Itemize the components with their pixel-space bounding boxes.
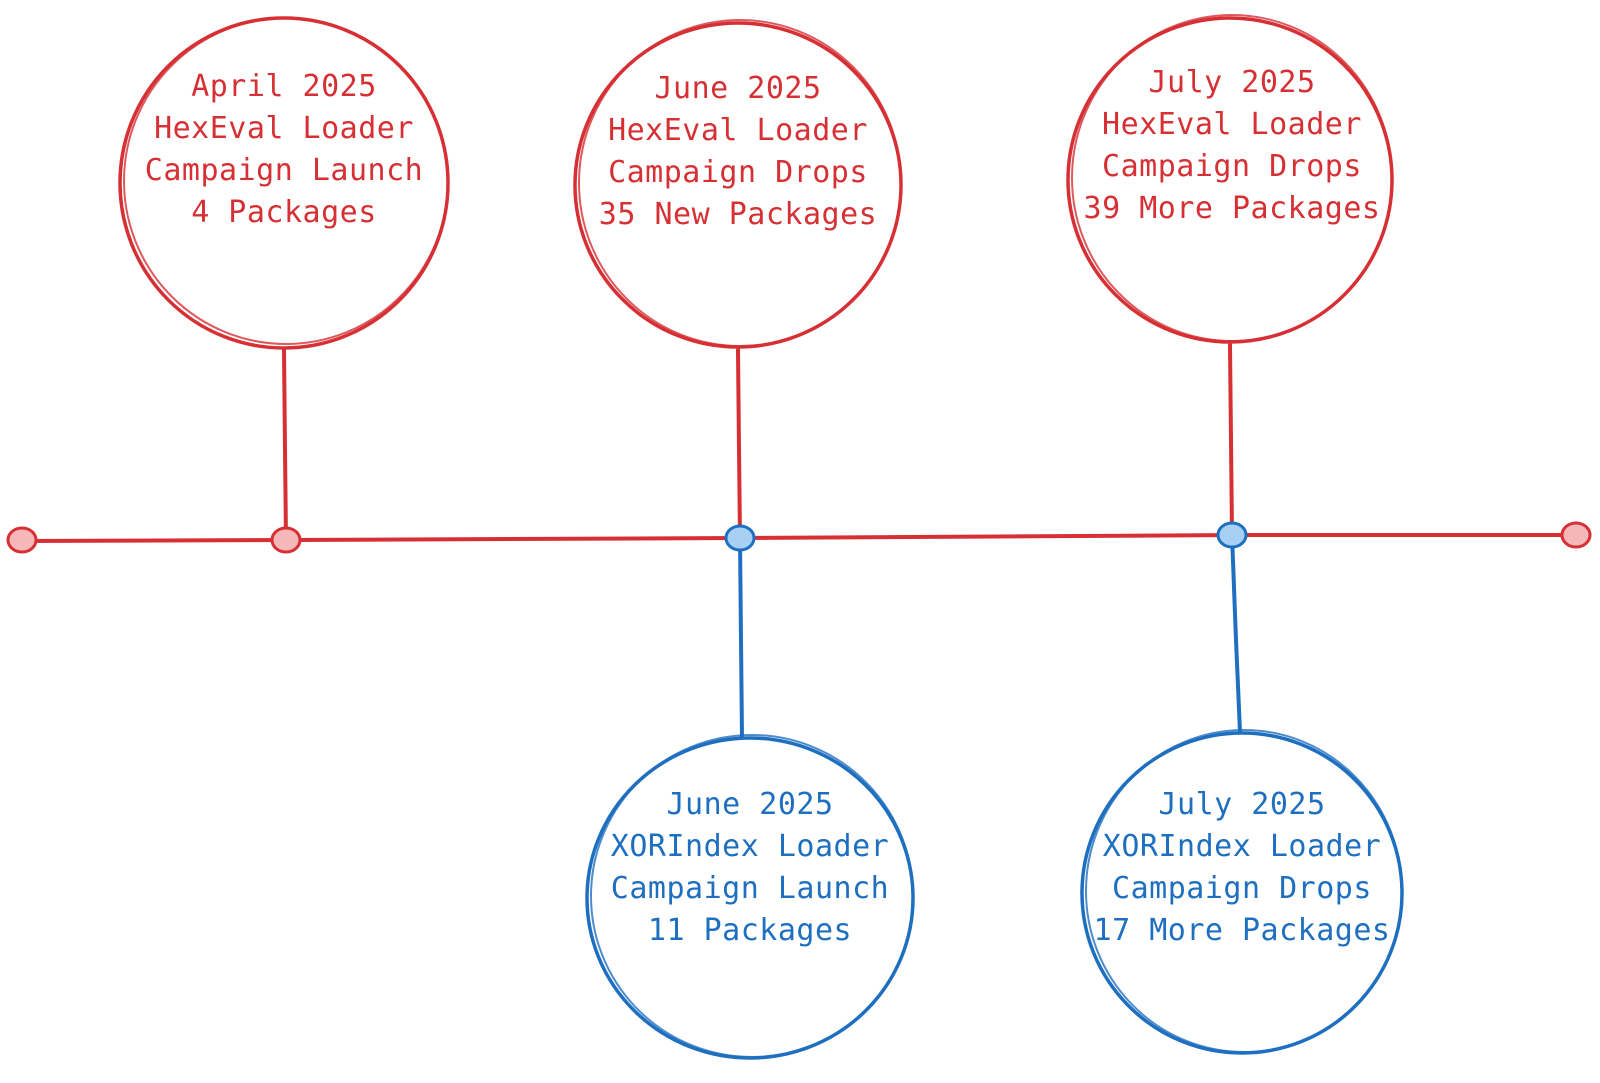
event-action: Campaign Drops bbox=[608, 155, 868, 190]
event-packages: 35 New Packages bbox=[598, 197, 878, 232]
event-label-hexeval-april: April 2025 HexEval Loader Campaign Launc… bbox=[145, 66, 423, 234]
connector-xorindex-june bbox=[738, 536, 744, 740]
event-loader: XORIndex Loader bbox=[610, 829, 890, 864]
event-label-hexeval-june: June 2025 HexEval Loader Campaign Drops … bbox=[599, 68, 877, 236]
event-loader: HexEval Loader bbox=[608, 113, 868, 148]
timeline-node-june bbox=[724, 524, 756, 552]
event-action: Campaign Drops bbox=[1112, 871, 1372, 906]
event-date: June 2025 bbox=[654, 71, 822, 106]
event-date: July 2025 bbox=[1148, 65, 1316, 100]
event-loader: HexEval Loader bbox=[1102, 107, 1362, 142]
event-date: April 2025 bbox=[191, 69, 377, 104]
connector-hexeval-april bbox=[282, 348, 288, 542]
connector-xorindex-july bbox=[1230, 533, 1242, 734]
event-circle-hexeval-june bbox=[573, 19, 903, 349]
connector-hexeval-july bbox=[1228, 343, 1234, 537]
connector-hexeval-june bbox=[736, 348, 742, 540]
event-packages: 17 More Packages bbox=[1093, 913, 1391, 948]
timeline-end-node bbox=[1560, 521, 1592, 549]
event-circle-xorindex-july bbox=[1080, 729, 1404, 1055]
event-action: Campaign Drops bbox=[1102, 149, 1362, 184]
event-packages: 4 Packages bbox=[191, 195, 377, 230]
event-circle-hexeval-april bbox=[118, 16, 450, 350]
timeline-start-node bbox=[6, 526, 38, 554]
timeline-axis bbox=[20, 533, 1580, 543]
timeline-node-july bbox=[1216, 521, 1248, 549]
event-loader: HexEval Loader bbox=[154, 111, 414, 146]
event-loader: XORIndex Loader bbox=[1102, 829, 1382, 864]
event-date: July 2025 bbox=[1158, 787, 1326, 822]
event-action: Campaign Launch bbox=[144, 153, 424, 188]
event-circle-xorindex-june bbox=[585, 734, 915, 1060]
event-label-xorindex-july: July 2025 XORIndex Loader Campaign Drops… bbox=[1094, 784, 1391, 952]
event-action: Campaign Launch bbox=[610, 871, 890, 906]
event-label-hexeval-july: July 2025 HexEval Loader Campaign Drops … bbox=[1084, 62, 1381, 230]
event-label-xorindex-june: June 2025 XORIndex Loader Campaign Launc… bbox=[611, 784, 889, 952]
event-packages: 39 More Packages bbox=[1083, 191, 1381, 226]
event-circle-hexeval-july bbox=[1066, 14, 1394, 344]
event-packages: 11 Packages bbox=[647, 913, 853, 948]
timeline-node-hexeval-april bbox=[270, 526, 302, 554]
event-date: June 2025 bbox=[666, 787, 834, 822]
